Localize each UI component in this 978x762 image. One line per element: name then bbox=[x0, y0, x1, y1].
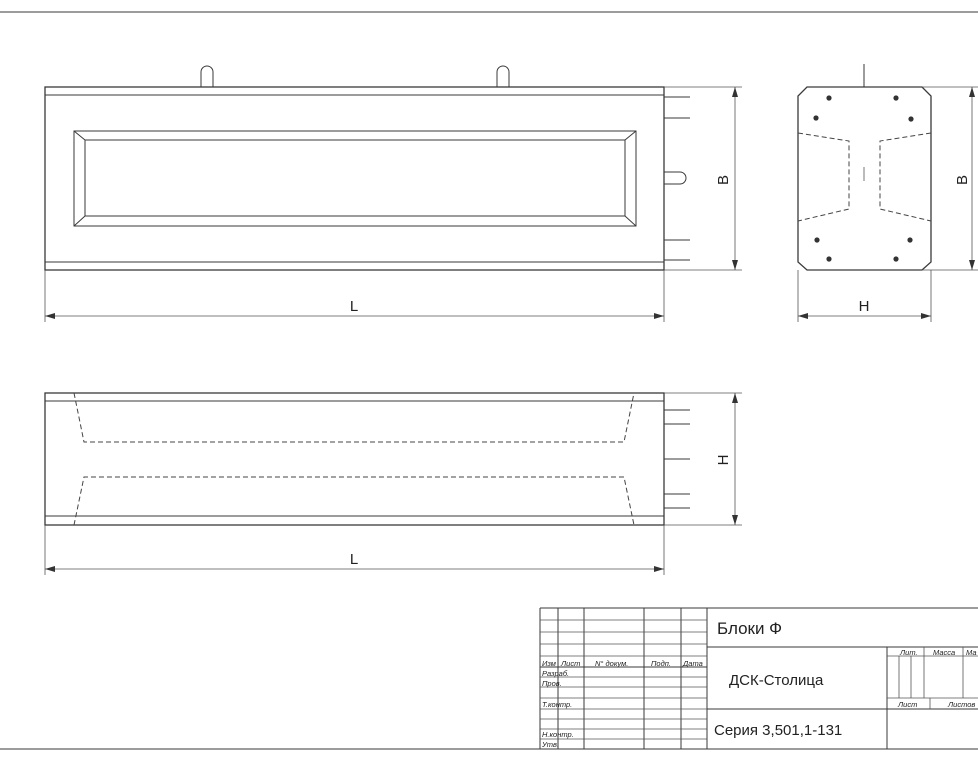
side-loop bbox=[664, 171, 687, 185]
col-header-doc: N° докум. bbox=[595, 659, 628, 668]
header-mass: Масса bbox=[933, 648, 955, 657]
front-view bbox=[44, 65, 690, 271]
sheet-frame bbox=[0, 11, 978, 750]
drawing-title: Блоки Ф bbox=[717, 619, 782, 638]
header-scale: Ма bbox=[966, 648, 977, 657]
dimension-b-front bbox=[664, 86, 742, 271]
side-view bbox=[797, 64, 932, 271]
title-block bbox=[539, 607, 978, 749]
dim-label-b-front: B bbox=[715, 175, 732, 185]
col-header-date: Дата bbox=[682, 659, 703, 668]
dim-label-h-plan: H bbox=[715, 455, 732, 466]
col-header-list: Лист bbox=[560, 659, 580, 668]
organization-name: ДСК-Столица bbox=[729, 672, 824, 689]
dimension-l-plan bbox=[44, 525, 665, 575]
lifting-loop-left bbox=[200, 65, 214, 87]
row-label-tech-control: Т.контр. bbox=[542, 700, 572, 709]
dimension-h-plan bbox=[664, 392, 742, 526]
dim-label-h-side: H bbox=[859, 298, 870, 315]
row-label-approved: Утв. bbox=[541, 740, 559, 749]
dim-label-l-front: L bbox=[350, 298, 358, 315]
col-header-izm: Изм bbox=[542, 659, 556, 668]
row-label-developer: Разраб. bbox=[542, 669, 569, 678]
dim-label-l-plan: L bbox=[350, 551, 358, 568]
lifting-loop-right bbox=[496, 65, 510, 87]
dim-label-b-side: B bbox=[954, 175, 971, 185]
header-lit: Лит. bbox=[899, 648, 918, 657]
series-label: Серия 3,501,1-131 bbox=[714, 722, 842, 739]
label-sheets: Листов bbox=[947, 700, 975, 709]
label-sheet: Лист bbox=[897, 700, 917, 709]
dimension-l-front bbox=[44, 270, 665, 322]
dimension-h-side bbox=[797, 270, 932, 322]
plan-view bbox=[44, 392, 690, 526]
row-label-norm-control: Н.контр. bbox=[542, 730, 574, 739]
col-header-sign: Подп. bbox=[651, 659, 671, 668]
row-label-checked: Пров. bbox=[542, 679, 562, 688]
